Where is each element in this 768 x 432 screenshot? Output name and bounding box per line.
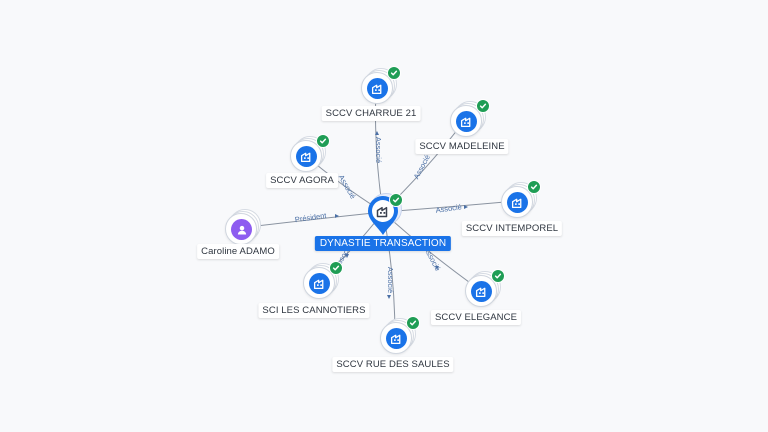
verified-check-icon (387, 66, 401, 80)
node-disc (303, 267, 335, 299)
company-building-icon (296, 146, 317, 167)
verified-check-icon (476, 99, 490, 113)
node-label-saules[interactable]: SCCV RUE DES SAULES (332, 357, 454, 372)
verified-check-icon (316, 134, 330, 148)
node-label-agora[interactable]: SCCV AGORA (266, 173, 338, 188)
edge-label-saules: Associé (386, 267, 395, 293)
node-disc (501, 186, 533, 218)
verified-check-icon (491, 269, 505, 283)
node-cannotiers[interactable] (303, 261, 343, 301)
node-label-charrue[interactable]: SCCV CHARRUE 21 (321, 106, 421, 121)
node-label-madeleine[interactable]: SCCV MADELEINE (415, 139, 509, 154)
edge-arrow-saules (387, 295, 391, 299)
edge-arrow-charrue (375, 131, 379, 135)
node-agora[interactable] (290, 134, 330, 174)
company-building-icon (456, 111, 477, 132)
company-building-icon (471, 281, 492, 302)
person-icon (231, 219, 252, 240)
edge-label-caroline: Président (294, 211, 328, 224)
edge-label-agora: Associé (337, 173, 358, 200)
company-building-icon (507, 192, 528, 213)
edge-arrow-intemporel (464, 205, 468, 209)
center-node-dynastie-transaction[interactable] (367, 193, 403, 240)
node-elegance[interactable] (465, 269, 505, 309)
map-pin-icon (368, 196, 398, 235)
node-caroline[interactable] (225, 209, 261, 247)
node-disc (225, 213, 257, 245)
node-disc (450, 105, 482, 137)
verified-check-icon (389, 193, 403, 207)
company-building-icon (386, 328, 407, 349)
node-label-elegance[interactable]: SCCV ELEGANCE (430, 310, 522, 325)
node-intemporel[interactable] (501, 180, 541, 220)
verified-check-icon (329, 261, 343, 275)
edge-label-madeleine: Associé (412, 153, 432, 180)
edge-arrow-elegance (435, 266, 439, 270)
node-charrue[interactable] (361, 66, 401, 106)
company-building-icon (309, 273, 330, 294)
node-saules[interactable] (380, 316, 420, 356)
company-building-icon (367, 78, 388, 99)
edge-arrow-cannotiers (345, 254, 349, 258)
verified-check-icon (406, 316, 420, 330)
node-label-cannotiers[interactable]: SCI LES CANNOTIERS (258, 303, 370, 318)
node-madeleine[interactable] (450, 99, 490, 139)
center-node-label[interactable]: DYNASTIE TRANSACTION (314, 236, 452, 251)
node-label-caroline[interactable]: Caroline ADAMO (197, 244, 279, 259)
edge-arrow-caroline (335, 214, 339, 218)
edge-label-charrue: Associé (374, 137, 383, 163)
verified-check-icon (527, 180, 541, 194)
node-label-intemporel[interactable]: SCCV INTEMPOREL (461, 221, 563, 236)
edge-label-intemporel: Associé (435, 202, 462, 215)
